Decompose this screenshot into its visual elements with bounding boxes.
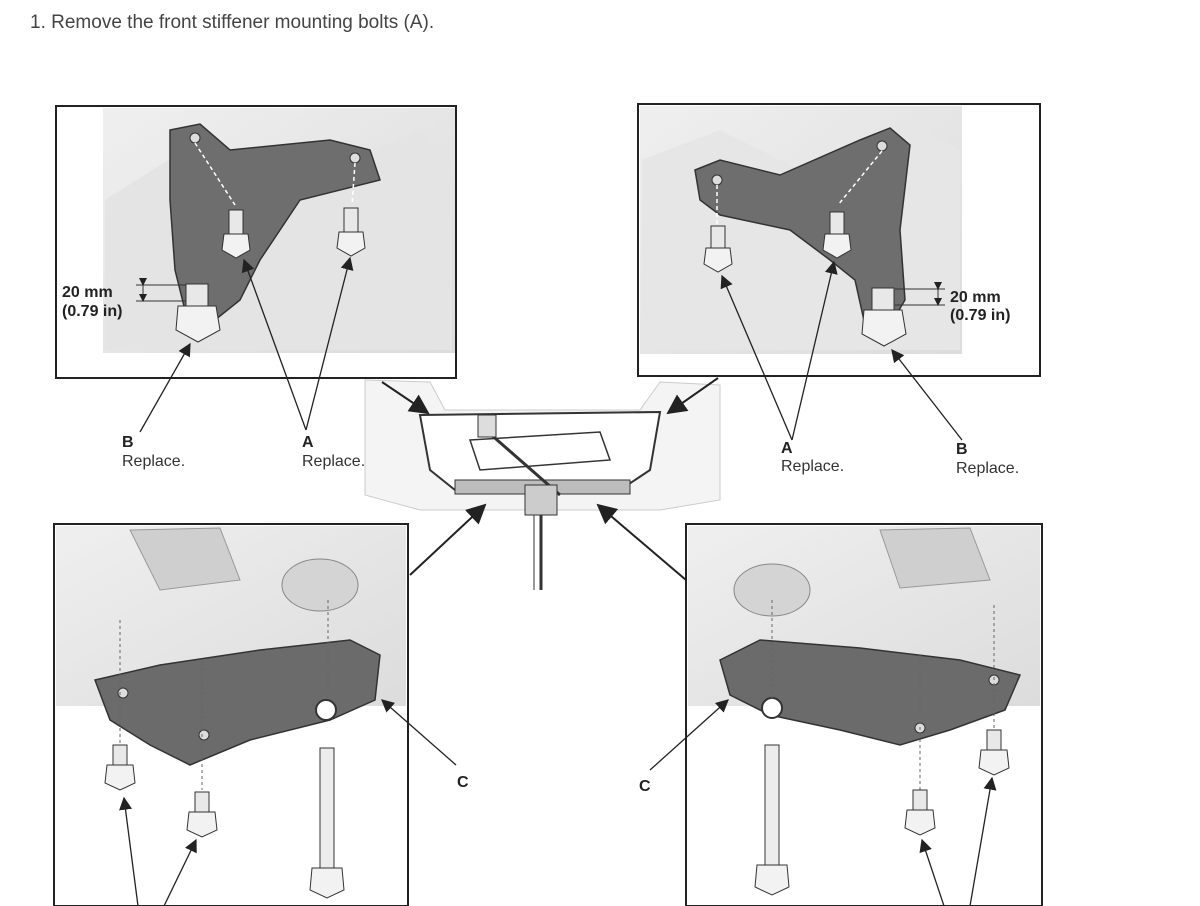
label-c-left: C xyxy=(457,774,469,791)
label-c-right: C xyxy=(639,778,651,795)
leader-lines xyxy=(119,256,997,906)
dim-20mm-right: 20 mm xyxy=(950,289,1001,306)
step-number: 1. xyxy=(30,12,46,33)
bolt-a-4 xyxy=(822,211,852,259)
step-instruction: 1. Remove the front stiffener mounting b… xyxy=(30,12,434,34)
bolt-a-1 xyxy=(221,209,251,259)
label-replace-b-left: Replace. xyxy=(122,453,185,470)
inset-bottom-left xyxy=(53,523,409,906)
bolt-a-3 xyxy=(703,225,733,273)
label-b-right: B xyxy=(956,441,968,458)
subframe-overview xyxy=(364,379,721,590)
label-replace-a-left: Replace. xyxy=(302,453,365,470)
bolt-bl-1 xyxy=(104,744,136,791)
inset-top-left: 20 mm (0.79 in) xyxy=(55,105,457,379)
inset-bottom-right xyxy=(685,523,1043,906)
dim-inch-left: (0.79 in) xyxy=(62,303,122,320)
dim-inch-right: (0.79 in) xyxy=(950,307,1010,324)
bolt-br-1 xyxy=(904,789,936,836)
label-a-left: A xyxy=(302,434,314,451)
long-bolt-left xyxy=(309,747,345,899)
dim-20mm-left: 20 mm xyxy=(62,284,113,301)
bolt-br-2 xyxy=(978,729,1010,776)
bolt-a-2 xyxy=(336,207,366,257)
label-b-left: B xyxy=(122,434,134,451)
step-text: Remove the front stiffener mounting bolt… xyxy=(51,12,435,33)
label-replace-b-right: Replace. xyxy=(956,460,1019,477)
inset-top-right: 20 mm (0.79 in) xyxy=(637,103,1041,377)
stiffener-bracket xyxy=(169,123,381,321)
bolt-bl-2 xyxy=(186,791,218,838)
stiffener-plate-left xyxy=(93,639,381,766)
bolt-b xyxy=(175,283,221,343)
label-a-right: A xyxy=(781,440,793,457)
long-bolt-right xyxy=(754,744,790,896)
label-replace-a-right: Replace. xyxy=(781,458,844,475)
bolt-b-right xyxy=(861,287,907,347)
